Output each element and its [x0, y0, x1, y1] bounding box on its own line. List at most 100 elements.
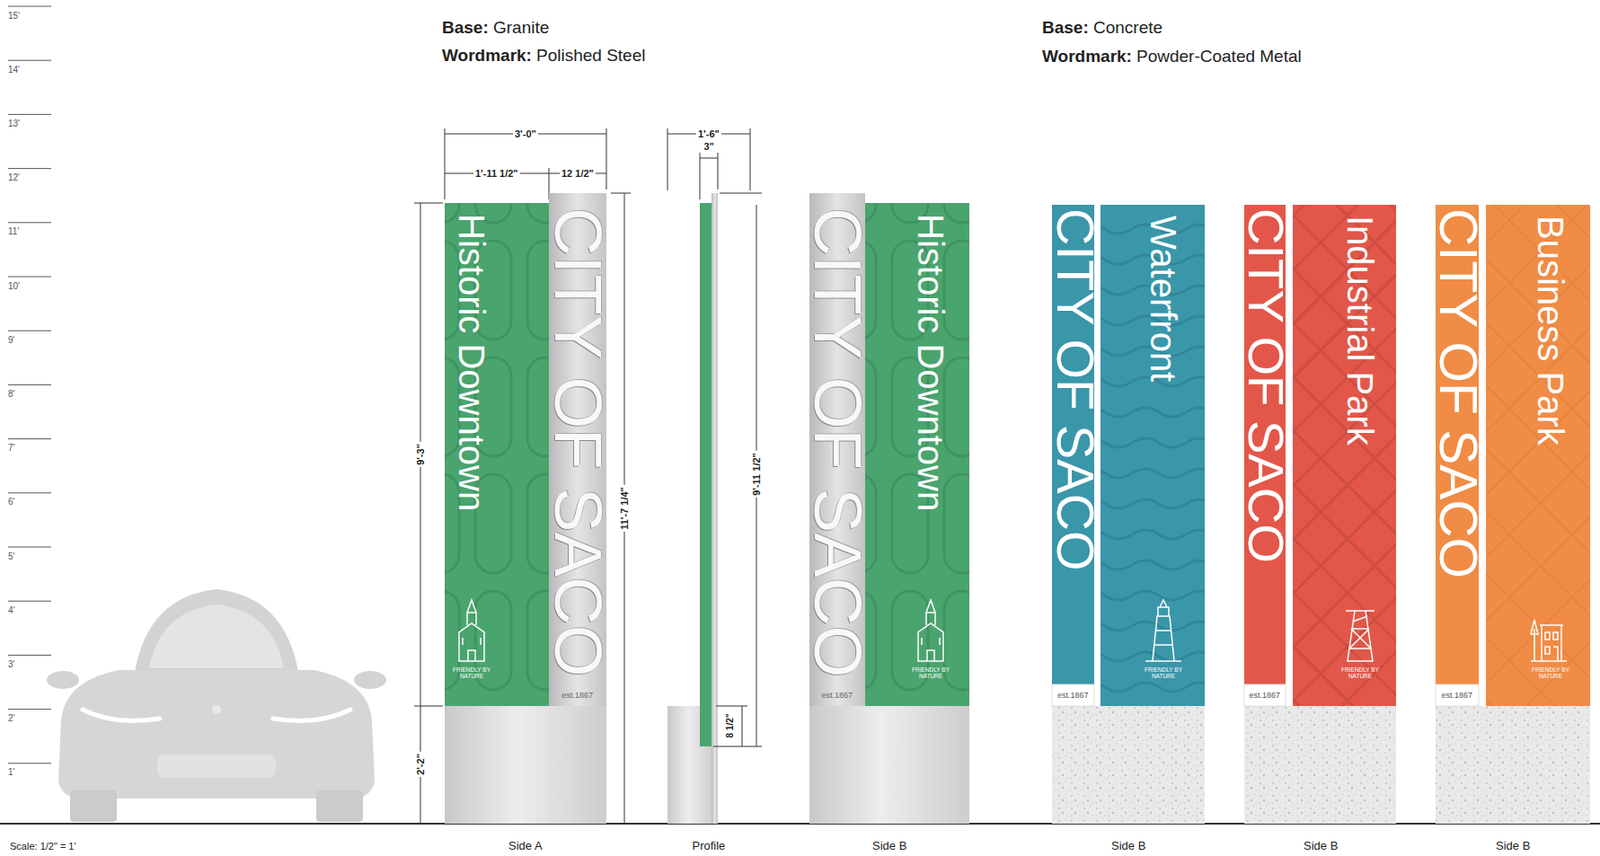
scale-tick — [8, 601, 52, 602]
slogan: FRIENDLY BY NATURE — [1140, 666, 1186, 681]
height-mark: 13' — [8, 118, 20, 129]
wordmark: CITY OF SACO — [804, 207, 871, 678]
dimension: 1'-6" — [696, 127, 722, 141]
height-mark: 4' — [8, 605, 15, 616]
spec-value: Powder-Coated Metal — [1136, 47, 1302, 67]
date-plate — [1244, 684, 1286, 707]
sign-panel — [1100, 204, 1205, 707]
spec-value: Polished Steel — [536, 46, 646, 66]
scale-tick — [8, 654, 52, 656]
wordmark-panel: CITY OF SACOest.1867 — [809, 193, 866, 707]
view-name: Side B — [1111, 839, 1146, 853]
lighthouse-icon — [1145, 600, 1182, 662]
established-date: est.1867 — [822, 691, 854, 700]
concrete-base — [1435, 706, 1591, 824]
wordmark-panel: CITY OF SACOest.1867 — [1244, 204, 1286, 707]
district-name: Business Park — [1532, 215, 1569, 446]
height-mark: 7' — [8, 442, 15, 453]
height-mark: 2' — [8, 713, 15, 724]
sign-panel — [444, 203, 549, 707]
height-mark: 10' — [8, 281, 20, 292]
district-panel: Historic DowntownFRIENDLY BY NATURE — [865, 203, 970, 707]
district-panel: Historic DowntownFRIENDLY BY NATURE — [444, 203, 549, 707]
scale-tick — [8, 114, 52, 115]
view-name: Profile — [692, 839, 726, 853]
view-name: Side B — [1495, 839, 1530, 853]
panel-texture — [1485, 204, 1591, 707]
slogan: FRIENDLY BY NATURE — [1337, 666, 1383, 681]
wordmark: CITY OF SACO — [544, 207, 611, 677]
wordmark-panel: CITY OF SACOest.1867 — [1435, 204, 1479, 707]
building-icon — [1530, 619, 1567, 662]
date-plate — [1435, 684, 1479, 707]
concrete-base — [1051, 706, 1205, 824]
spec-heading: Wordmark: — [441, 46, 532, 66]
panel-texture — [865, 203, 970, 707]
granite-base — [444, 706, 607, 824]
slogan: FRIENDLY BY NATURE — [449, 666, 495, 681]
slogan: FRIENDLY BY NATURE — [1528, 666, 1574, 681]
height-mark: 6' — [8, 496, 15, 507]
concrete-base — [1244, 706, 1397, 824]
district-name: Industrial Park — [1342, 215, 1379, 446]
scale-tick — [8, 276, 52, 278]
height-mark: 5' — [8, 551, 15, 562]
church-icon — [918, 600, 944, 662]
scale-tick — [8, 547, 52, 549]
established-date: est.1867 — [562, 691, 594, 700]
wordmark-panel: CITY OF SACOest.1867 — [1051, 204, 1095, 707]
granite-base — [809, 706, 970, 824]
dimension: 3" — [702, 140, 717, 153]
dimension: 1'-11 1/2" — [473, 167, 521, 180]
district-name: Waterfront — [1145, 215, 1182, 382]
car-silhouette — [46, 589, 387, 823]
scale-tick — [8, 330, 52, 332]
scale-note: Scale: 1/2" = 1' — [9, 840, 77, 852]
dimension-ticks — [416, 130, 761, 828]
wordmark-panel: CITY OF SACOest.1867 — [548, 193, 607, 707]
sign-panel — [1485, 204, 1591, 707]
dimension: 9'-11 1/2" — [750, 450, 763, 498]
height-mark: 3' — [8, 659, 15, 670]
panel-texture — [1100, 204, 1205, 707]
dimension: 11'-7 1/4" — [618, 485, 631, 532]
established-date: est.1867 — [1249, 691, 1282, 700]
spec-value: Concrete — [1093, 18, 1163, 38]
panel-texture — [1292, 204, 1397, 707]
view-name: Side B — [872, 839, 907, 853]
tower-icon — [1345, 610, 1375, 662]
sign-panel — [1292, 204, 1397, 707]
district-name: Historic Downtown — [453, 213, 490, 512]
height-mark: 11' — [8, 226, 19, 237]
dimension-lines — [414, 128, 762, 824]
scale-tick — [8, 492, 52, 494]
height-mark: 1' — [8, 767, 15, 778]
height-mark: 8' — [8, 388, 15, 399]
view-name: Side A — [508, 839, 543, 853]
scale-tick — [8, 384, 52, 386]
panel-texture — [444, 203, 549, 707]
sign-profile — [667, 193, 718, 824]
district-panel: WaterfrontFRIENDLY BY NATURE — [1100, 204, 1205, 707]
height-scale-ticks — [8, 6, 52, 764]
height-mark: 14' — [8, 64, 20, 75]
dimension: 9'-3" — [414, 441, 427, 468]
dimension: 12 1/2" — [559, 167, 596, 180]
scale-tick — [8, 438, 52, 440]
spec-heading: Base: — [441, 18, 489, 38]
height-mark: 15' — [8, 10, 20, 21]
dimension: 3'-0" — [512, 127, 539, 141]
dimension: 8 1/2" — [724, 712, 736, 741]
wordmark: CITY OF SACO — [1048, 208, 1100, 571]
height-mark: 12' — [8, 172, 20, 183]
established-date: est.1867 — [1441, 691, 1474, 700]
scale-tick — [8, 762, 52, 764]
date-plate — [1051, 684, 1095, 707]
district-name: Historic Downtown — [912, 213, 949, 512]
scale-tick — [8, 708, 52, 710]
church-icon — [459, 600, 485, 662]
view-name: Side B — [1303, 839, 1338, 853]
scale-tick — [8, 6, 52, 8]
sign-panel — [865, 203, 970, 707]
dimension: 2'-2" — [414, 751, 427, 778]
